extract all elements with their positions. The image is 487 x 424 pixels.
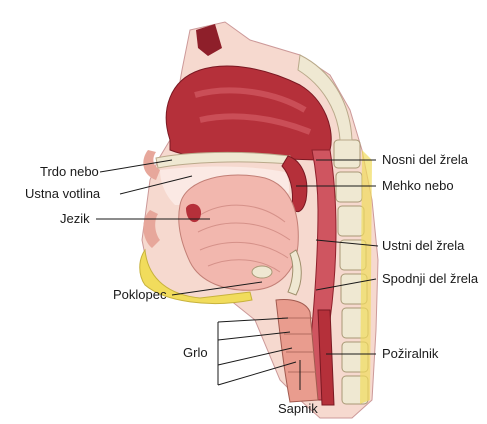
soft-palate	[281, 155, 308, 213]
label-ustna-votlina: Ustna votlina	[25, 186, 101, 201]
leader-lines	[96, 159, 379, 390]
leader-grlo-3	[217, 331, 291, 341]
leader-grlo-5	[217, 361, 297, 386]
labels: Trdo nebo Ustna votlina Jezik Poklopec G…	[25, 152, 479, 416]
leader-ustni-del-zrela	[315, 239, 379, 247]
label-nosni-del-zrela: Nosni del žrela	[382, 152, 469, 167]
upper-lip	[143, 150, 160, 180]
label-mehko-nebo: Mehko nebo	[382, 178, 454, 193]
sphenoid-sinus	[196, 24, 222, 56]
leader-spodnji-del-zrela	[315, 278, 377, 291]
label-sapnik: Sapnik	[278, 401, 318, 416]
leader-grlo-4	[217, 347, 293, 366]
anatomy-illustration	[139, 21, 379, 419]
label-poklopec: Poklopec	[113, 287, 167, 302]
label-trdo-nebo: Trdo nebo	[40, 164, 99, 179]
label-ustni-del-zrela: Ustni del žrela	[382, 238, 465, 253]
larynx-trachea	[275, 299, 319, 403]
esophagus	[317, 309, 335, 406]
label-poziralnik: Požiralnik	[382, 346, 439, 361]
label-spodnji-del-zrela: Spodnji del žrela	[382, 271, 479, 286]
leader-ustna-votlina	[119, 175, 193, 195]
epiglottis	[287, 249, 302, 296]
leader-trdo-nebo	[99, 159, 173, 173]
leader-grlo-1	[217, 317, 289, 323]
label-jezik: Jezik	[60, 211, 90, 226]
mandible-fat	[139, 248, 253, 304]
hyoid	[251, 265, 273, 279]
label-grlo: Grlo	[183, 345, 208, 360]
vertebral-column	[333, 139, 372, 405]
leader-poklopec	[171, 281, 263, 296]
